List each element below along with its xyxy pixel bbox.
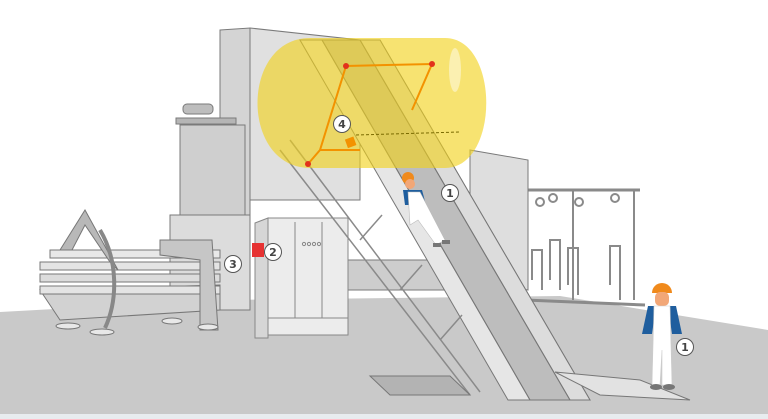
emergency-stop-marker — [252, 243, 264, 257]
feed-hopper-danger-zone — [257, 38, 487, 168]
callout-badge-4: 4 — [333, 115, 351, 133]
callout-badge-1-standing: 1 — [676, 338, 694, 356]
worker-on-conveyor — [402, 172, 450, 247]
callout-badge-2: 2 — [264, 243, 282, 261]
wire-tying-rack — [524, 188, 646, 307]
bale-channel — [39, 209, 221, 336]
callout-badge-1-conveyor: 1 — [441, 184, 459, 202]
control-cabinet — [252, 217, 349, 339]
callout-badge-3: 3 — [224, 255, 242, 273]
standing-worker — [642, 283, 682, 390]
